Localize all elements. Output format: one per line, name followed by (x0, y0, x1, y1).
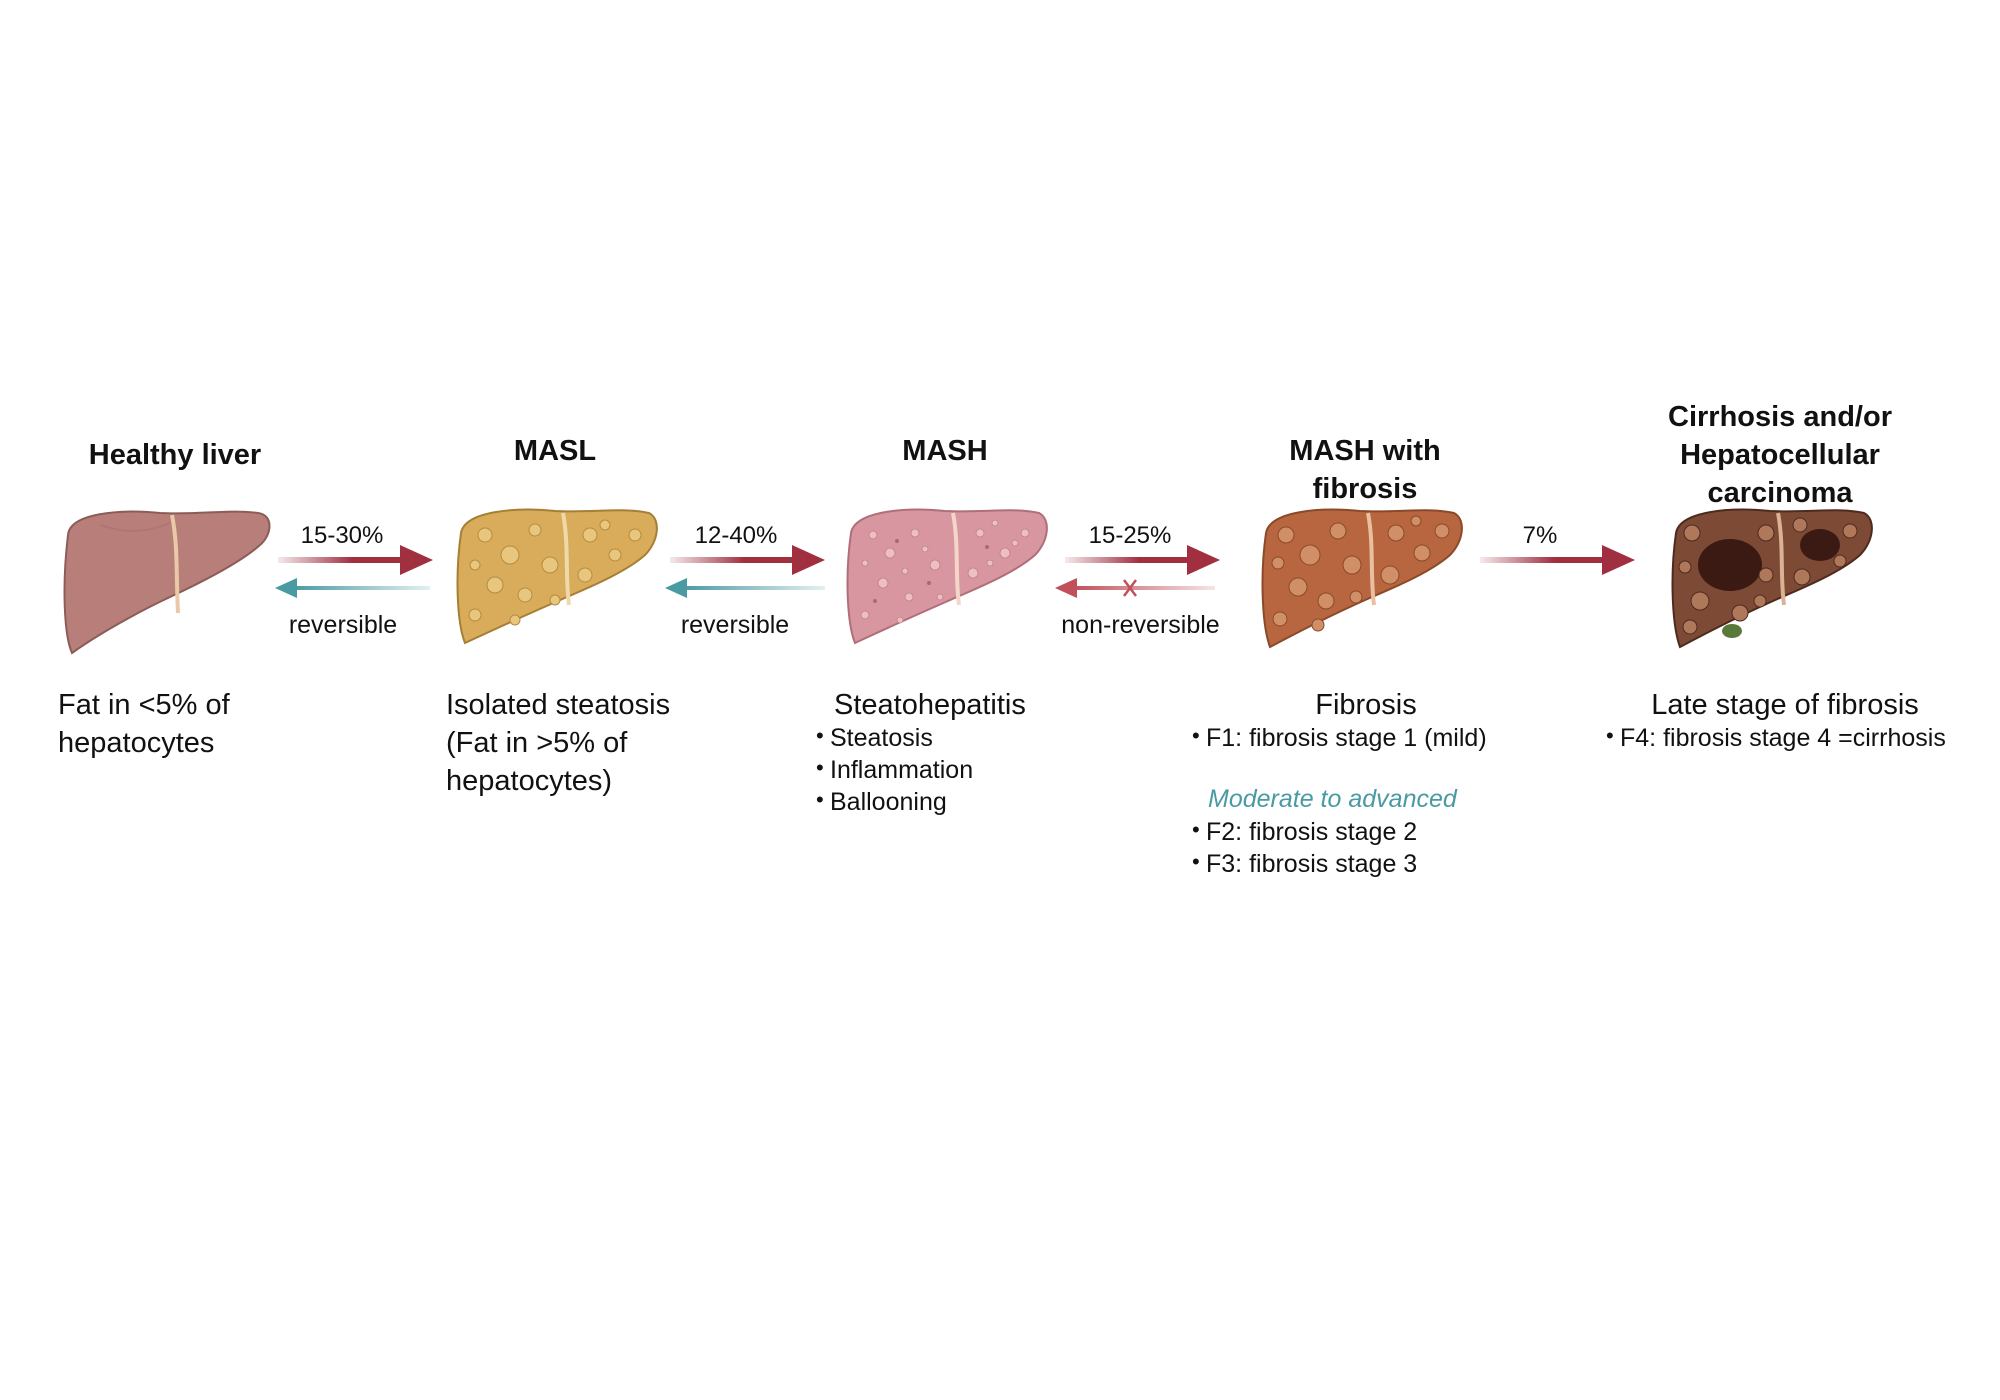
rate-label-4: 7% (1522, 522, 1558, 549)
healthy-description: Fat in <5% of hepatocytes (58, 689, 230, 759)
list-item: F1: fibrosis stage 1 (mild) (1192, 720, 1487, 754)
list-item: F3: fibrosis stage 3 (1192, 846, 1417, 880)
masl-liver-icon (456, 508, 658, 645)
cirrhosis-liver-icon (1671, 508, 1873, 649)
cirrhosis-heading: Late stage of fibrosis (1651, 689, 1919, 721)
stage-title-mash: MASH (902, 435, 988, 467)
healthy-liver-icon (63, 510, 271, 655)
forward-arrow-2 (670, 545, 825, 575)
stage-title-masl: MASL (513, 435, 597, 467)
mash-liver-icon (846, 508, 1048, 645)
stage-title-cirrhosis: Cirrhosis and/or Hepatocellular carcinom… (1668, 401, 1892, 509)
stage-title-healthy: Healthy liver (88, 439, 262, 471)
forward-arrow-4 (1480, 545, 1635, 575)
fibrosis-sub-bullet-list: F2: fibrosis stage 2 F3: fibrosis stage … (1192, 814, 1417, 880)
stage-title-mash-fibrosis: MASH with fibrosis (1289, 435, 1441, 505)
reverse-label-3: non-reversible (1061, 611, 1220, 639)
blocked-reverse-arrow (1055, 578, 1215, 598)
fibrosis-heading: Fibrosis (1315, 689, 1417, 721)
cirrhosis-bullet-list: F4: fibrosis stage 4 =cirrhosis (1606, 720, 1946, 754)
rate-label-3: 15-25% (1088, 522, 1172, 549)
list-item: Steatosis (816, 720, 973, 754)
list-item: F2: fibrosis stage 2 (1192, 814, 1417, 848)
fibrosis-bullet-list: F1: fibrosis stage 1 (mild) (1192, 720, 1487, 754)
rate-label-2: 12-40% (694, 522, 778, 549)
rate-label-1: 15-30% (300, 522, 384, 549)
reverse-label-2: reversible (680, 611, 790, 639)
mash-heading: Steatohepatitis (834, 689, 1026, 721)
list-item: Ballooning (816, 784, 973, 818)
masl-description: Isolated steatosis (Fat in >5% of hepato… (446, 689, 671, 797)
reverse-label-1: reversible (288, 611, 398, 639)
fibrosis-subheading: Moderate to advanced (1208, 785, 1457, 813)
mash-bullet-list: Steatosis Inflammation Ballooning (816, 720, 973, 818)
forward-arrow-1 (278, 545, 433, 575)
list-item: F4: fibrosis stage 4 =cirrhosis (1606, 720, 1946, 754)
mash-fibrosis-liver-icon (1261, 508, 1463, 649)
forward-arrow-3 (1065, 545, 1220, 575)
reverse-arrow-2 (665, 578, 825, 598)
list-item: Inflammation (816, 752, 973, 786)
reverse-arrow-1 (275, 578, 430, 598)
blocked-x-icon (1123, 579, 1137, 597)
